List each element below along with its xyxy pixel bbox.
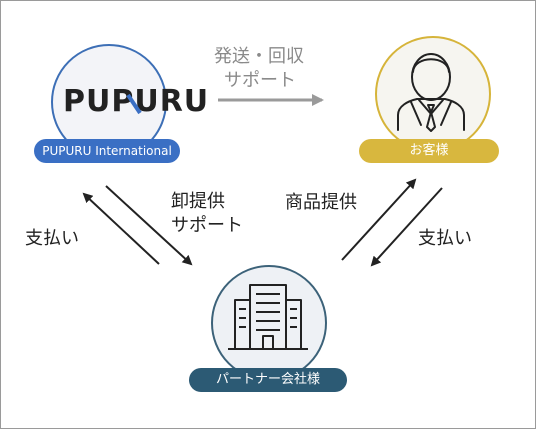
payment-left-label: 支払い <box>25 228 79 249</box>
shipping-label-line2: サポート <box>224 70 296 91</box>
product-supply-arrow <box>341 178 417 261</box>
shipping-label-line1: 発送・回収 <box>214 46 304 67</box>
brand-logo: PUPURU <box>63 84 209 119</box>
brand-logo-accent <box>126 93 142 115</box>
payment-right-label: 支払い <box>418 228 472 249</box>
customer-label: お客様 <box>359 139 499 163</box>
wholesale-label-line1: 卸提供 <box>171 191 225 212</box>
payment-left-arrow <box>82 192 160 265</box>
brand-label: PUPURU International <box>34 139 180 163</box>
product-supply-label: 商品提供 <box>285 192 357 213</box>
wholesale-label-line2: サポート <box>171 215 243 236</box>
office-building-icon <box>228 284 308 350</box>
wholesale-arrow <box>105 185 193 266</box>
businessman-icon <box>397 53 465 132</box>
brand-logo-text: PUPURU <box>63 84 210 119</box>
payment-right-arrow <box>370 187 443 267</box>
partner-label: パートナー会社様 <box>189 368 347 392</box>
